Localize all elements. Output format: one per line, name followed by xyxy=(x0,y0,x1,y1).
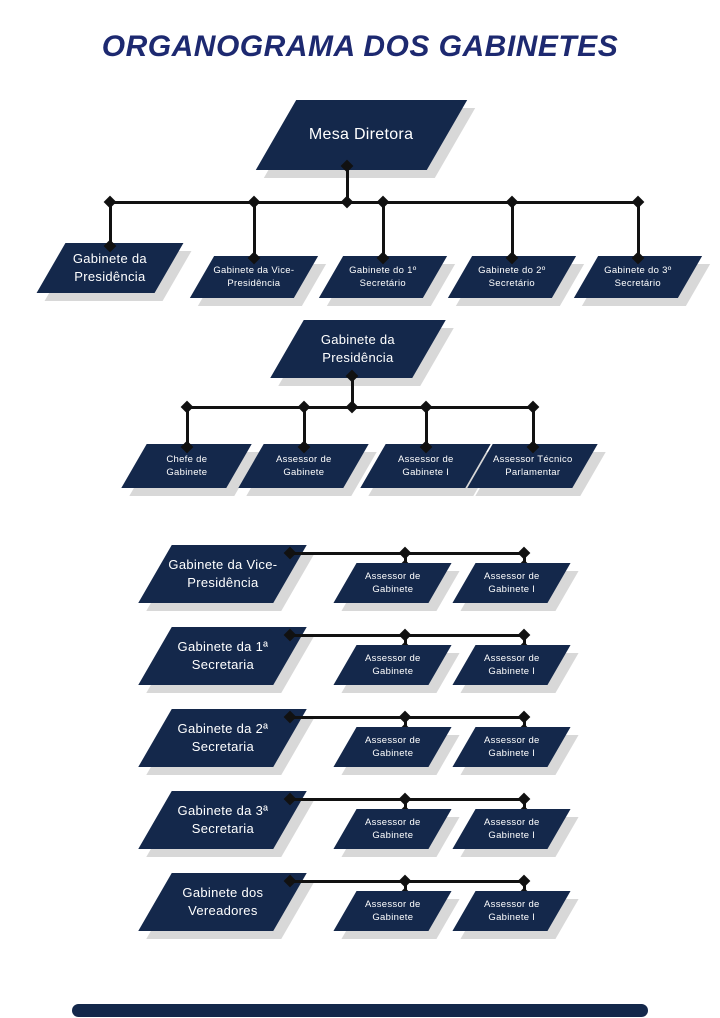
connector-diamond xyxy=(398,710,412,724)
connector-diamond xyxy=(517,792,531,806)
node-label: Assessor de Gabinete I xyxy=(397,453,454,478)
connector-line-v xyxy=(522,553,526,566)
org-node-presidencia-root: Gabinete da Presidência xyxy=(270,320,454,386)
connector-diamond xyxy=(247,195,261,209)
org-node-row-child: Assessor de Gabinete I xyxy=(452,891,579,939)
node-label: Gabinete da Presidência xyxy=(320,331,396,365)
connector-line-v xyxy=(510,202,514,258)
org-node-row-child: Assessor de Gabinete xyxy=(333,727,460,775)
node-label: Gabinete da Vice-Presidência xyxy=(168,556,277,590)
connector-line-v xyxy=(345,166,349,202)
connector-diamond xyxy=(631,195,645,209)
org-node-row-parent: Gabinete da 2ª Secretaria xyxy=(138,709,315,775)
node-label: Assessor de Gabinete I xyxy=(483,570,540,595)
node-label: Gabinete do 3º Secretário xyxy=(604,264,672,289)
org-node-row-child: Assessor de Gabinete xyxy=(333,891,460,939)
connector-line-v xyxy=(403,799,407,812)
org-node-mesa-diretora: Mesa Diretora xyxy=(255,100,476,178)
connector-line-v xyxy=(350,376,354,407)
node-label: Assessor de Gabinete xyxy=(364,570,421,595)
connector-line-v xyxy=(252,202,256,258)
connector-diamond xyxy=(398,628,412,642)
connector-diamond xyxy=(398,792,412,806)
node-label: Assessor de Gabinete I xyxy=(483,898,540,923)
org-node-row-child: Assessor de Gabinete I xyxy=(452,727,579,775)
connector-diamond xyxy=(526,400,540,414)
connector-line-v xyxy=(522,799,526,812)
org-node-row-parent: Gabinete dos Vereadores xyxy=(138,873,315,939)
org-node-row-parent: Gabinete da Vice-Presidência xyxy=(138,545,315,611)
connector-diamond xyxy=(517,546,531,560)
node-label: Assessor de Gabinete xyxy=(364,652,421,677)
node-label: Assessor de Gabinete I xyxy=(483,652,540,677)
org-node-row-child: Assessor de Gabinete I xyxy=(452,809,579,857)
connector-diamond xyxy=(419,400,433,414)
node-label: Mesa Diretora xyxy=(309,125,414,143)
connector-line-v xyxy=(522,717,526,730)
node-label: Assessor de Gabinete xyxy=(275,453,332,478)
connector-line-v xyxy=(636,202,640,258)
node-label: Assessor de Gabinete xyxy=(364,816,421,841)
connector-line-v xyxy=(403,553,407,566)
org-node-row-child: Assessor de Gabinete xyxy=(333,809,460,857)
connector-line-v xyxy=(403,881,407,894)
connector-line-v xyxy=(403,717,407,730)
node-label: Gabinete do 1º Secretário xyxy=(349,264,417,289)
connector-line-h xyxy=(187,405,533,409)
node-label: Assessor de Gabinete I xyxy=(483,816,540,841)
node-label: Gabinete da 2ª Secretaria xyxy=(177,720,268,754)
connector-line-h xyxy=(110,200,638,204)
connector-line-v xyxy=(185,407,189,447)
footer-bar xyxy=(72,1004,648,1017)
node-label: Gabinete da Vice-Presidência xyxy=(213,264,295,289)
connector-diamond xyxy=(517,710,531,724)
node-label: Gabinete da 1ª Secretaria xyxy=(177,638,268,672)
connector-diamond xyxy=(398,874,412,888)
node-label: Chefe de Gabinete xyxy=(166,453,207,478)
org-node-row-child: Assessor de Gabinete I xyxy=(452,645,579,693)
node-label: Assessor de Gabinete xyxy=(364,734,421,759)
node-label: Gabinete da 3ª Secretaria xyxy=(177,802,268,836)
node-label: Assessor de Gabinete xyxy=(364,898,421,923)
connector-diamond xyxy=(398,546,412,560)
connector-diamond xyxy=(505,195,519,209)
org-node-row-parent: Gabinete da 1ª Secretaria xyxy=(138,627,315,693)
node-label: Gabinete da Presidência xyxy=(72,250,148,284)
connector-line-v xyxy=(403,635,407,648)
connector-diamond xyxy=(103,195,117,209)
node-label: Assessor Técnico Parlamentar xyxy=(492,453,573,478)
connector-line-v xyxy=(522,881,526,894)
page-title: ORGANOGRAMA DOS GABINETES xyxy=(101,30,619,63)
connector-line-v xyxy=(302,407,306,447)
connector-diamond xyxy=(376,195,390,209)
org-node-row-child: Assessor de Gabinete xyxy=(333,645,460,693)
org-node-row-child: Assessor de Gabinete xyxy=(333,563,460,611)
connector-line-v xyxy=(522,635,526,648)
org-node-row-child: Assessor de Gabinete I xyxy=(452,563,579,611)
connector-line-v xyxy=(381,202,385,258)
node-label: Gabinete dos Vereadores xyxy=(182,884,263,918)
connector-diamond xyxy=(297,400,311,414)
connector-line-v xyxy=(531,407,535,447)
org-node-row-parent: Gabinete da 3ª Secretaria xyxy=(138,791,315,857)
connector-diamond xyxy=(180,400,194,414)
connector-diamond xyxy=(345,400,359,414)
connector-line-v xyxy=(424,407,428,447)
connector-diamond xyxy=(517,628,531,642)
connector-diamond xyxy=(517,874,531,888)
connector-diamond xyxy=(340,195,354,209)
connector-line-v xyxy=(108,202,112,246)
node-label: Assessor de Gabinete I xyxy=(483,734,540,759)
node-label: Gabinete do 2º Secretário xyxy=(478,264,546,289)
